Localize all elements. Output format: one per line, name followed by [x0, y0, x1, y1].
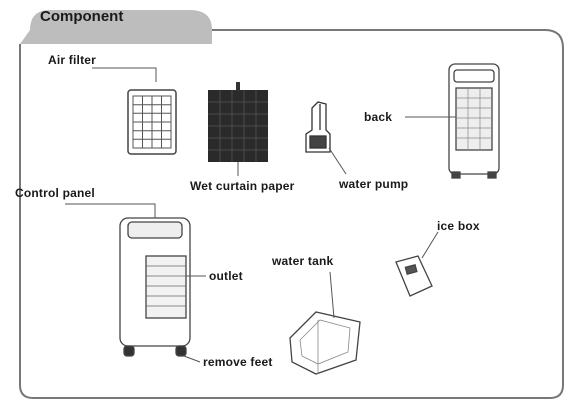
water-pump-illustration [305, 101, 347, 175]
back-illustration [405, 63, 500, 179]
main-unit-illustration [65, 203, 206, 363]
ice-box-label: ice box [437, 219, 480, 233]
water-tank-label: water tank [272, 254, 334, 268]
remove-feet-label: remove feet [203, 355, 273, 369]
ice-box-illustration [395, 231, 439, 297]
water-pump-label: water pump [339, 177, 409, 191]
control-panel-label: Control panel [15, 186, 95, 200]
water-tank-illustration [289, 271, 361, 375]
back-label: back [364, 110, 393, 124]
outlet-label: outlet [209, 269, 243, 283]
header-tab [20, 10, 212, 44]
wet-curtain-illustration [208, 82, 268, 176]
header-title: Component [40, 8, 124, 25]
wet-curtain-paper-label: Wet curtain paper [190, 179, 295, 193]
air-filter-label: Air filter [48, 53, 97, 67]
air-filter-illustration [92, 67, 177, 155]
frame-border [19, 29, 564, 399]
